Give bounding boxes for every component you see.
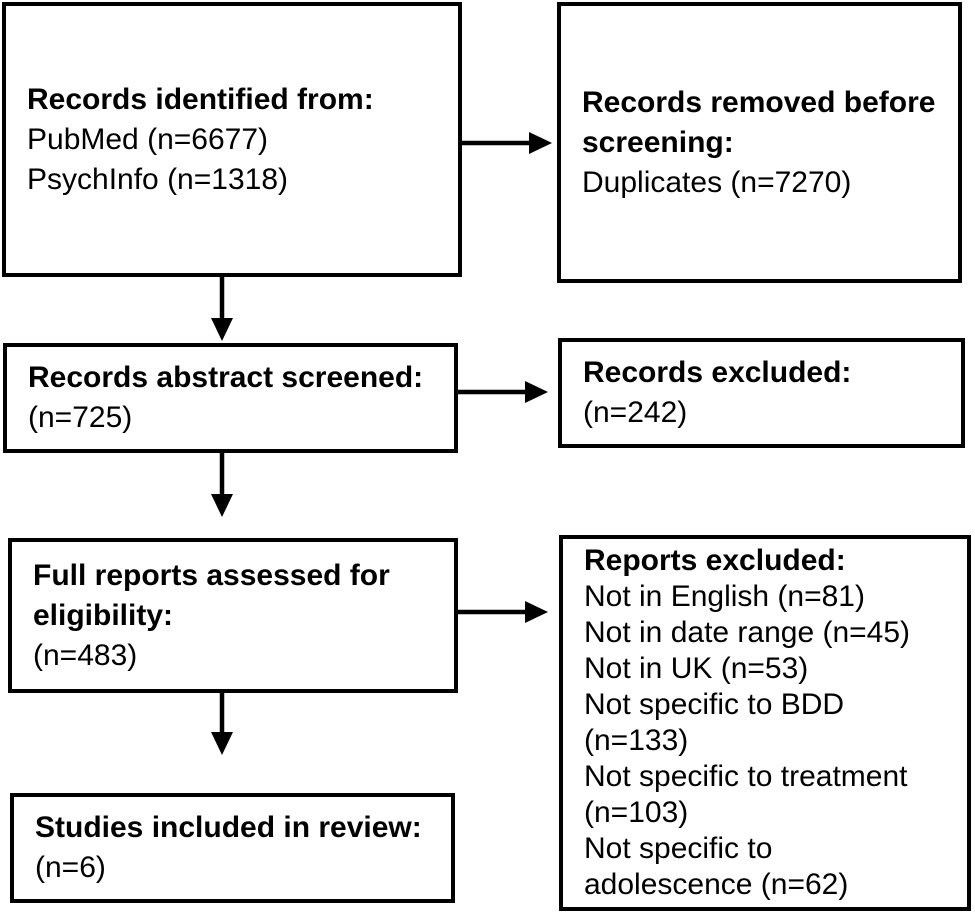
box-studies-included-title: Studies included in review: — [35, 811, 422, 844]
records-removed-duplicates: Duplicates (n=7270) — [582, 165, 852, 199]
box-records-identified: Records identified from: PubMed (n=6677)… — [2, 2, 462, 277]
reports-excluded-reason: (n=103) — [584, 796, 689, 829]
reports-excluded-reason: Not in date range (n=45) — [584, 616, 911, 649]
reports-excluded-reason: (n=133) — [584, 724, 689, 757]
records-excluded-count: (n=242) — [583, 396, 688, 429]
reports-excluded-reason: Not specific to — [584, 832, 773, 865]
box-records-abstract-screened-title: Records abstract screened: — [28, 361, 424, 394]
reports-excluded-reason: Not in UK (n=53) — [584, 652, 809, 685]
records-identified-source-psychinfo: PsychInfo (n=1318) — [27, 162, 288, 196]
arrow-screened-to-assessed — [211, 453, 233, 517]
box-full-reports-assessed-title-line2: eligibility: — [33, 598, 174, 632]
reports-excluded-reason: Not specific to treatment — [584, 760, 908, 793]
box-full-reports-assessed-title-line1: Full reports assessed for — [33, 558, 390, 592]
arrow-identified-to-screened — [211, 277, 233, 341]
box-records-removed-title-line1: Records removed before — [582, 85, 936, 119]
box-records-removed-title-line2: screening: — [582, 125, 734, 159]
box-studies-included: Studies included in review: (n=6) — [10, 793, 455, 903]
box-reports-excluded: Reports excluded: Not in English (n=81) … — [559, 535, 971, 911]
box-full-reports-assessed: Full reports assessed for eligibility: (… — [8, 538, 458, 693]
box-reports-excluded-title: Reports excluded: — [584, 544, 846, 577]
arrow-assessed-to-included — [211, 693, 233, 755]
full-reports-assessed-count: (n=483) — [33, 638, 138, 672]
box-records-excluded-title: Records excluded: — [583, 356, 852, 389]
box-records-removed-before-screening: Records removed before screening: Duplic… — [557, 2, 962, 283]
box-records-abstract-screened: Records abstract screened: (n=725) — [3, 343, 458, 453]
box-records-excluded: Records excluded: (n=242) — [558, 338, 965, 448]
arrow-identified-to-removed — [462, 132, 552, 154]
studies-included-count: (n=6) — [35, 851, 106, 884]
arrow-assessed-to-reports-excluded — [458, 601, 548, 623]
reports-excluded-reason: Not specific to BDD — [584, 688, 845, 721]
reports-excluded-reason: adolescence (n=62) — [584, 868, 849, 901]
reports-excluded-reason: Not in English (n=81) — [584, 580, 865, 613]
records-identified-source-pubmed: PubMed (n=6677) — [27, 122, 268, 156]
box-records-identified-title: Records identified from: — [27, 82, 374, 116]
arrow-screened-to-records-excluded — [458, 381, 548, 403]
records-abstract-screened-count: (n=725) — [28, 401, 133, 434]
